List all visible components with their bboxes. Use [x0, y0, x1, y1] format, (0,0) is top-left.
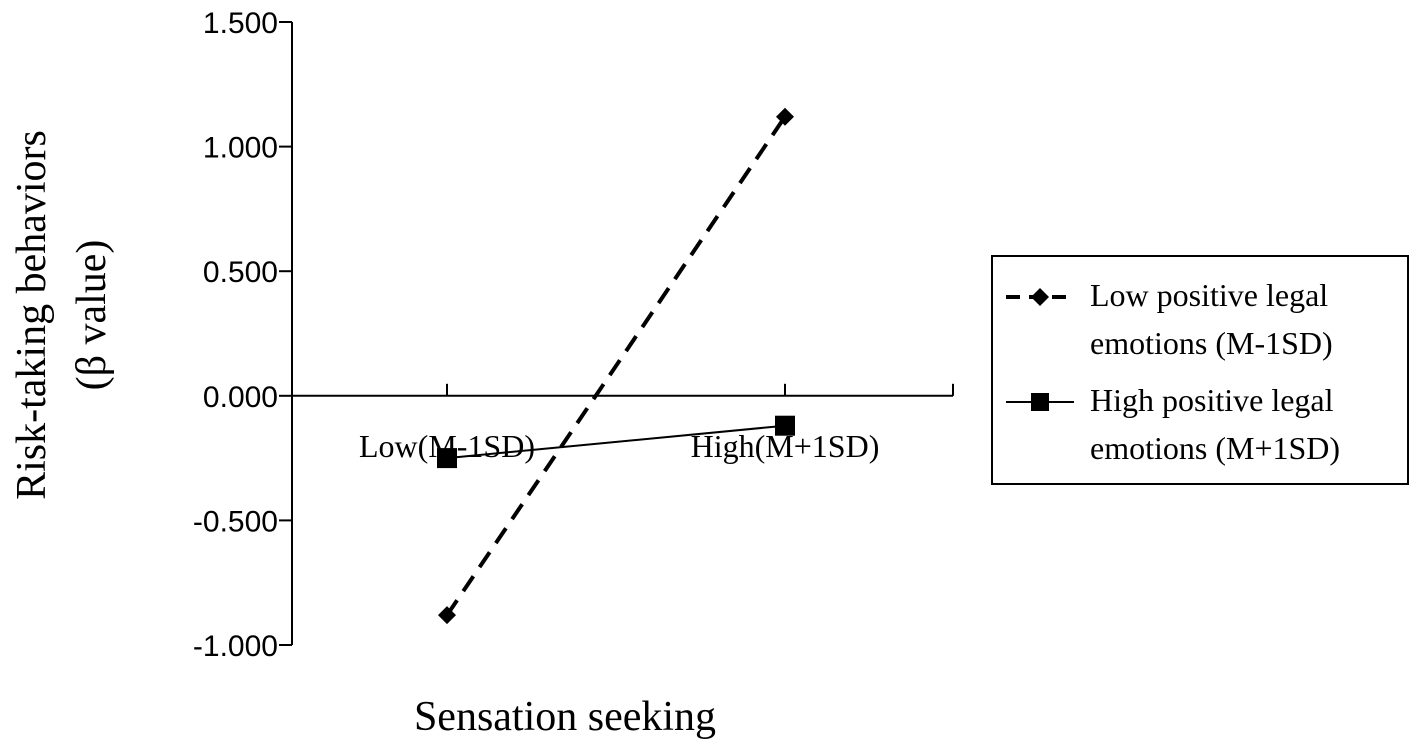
- legend-square-marker: [1031, 393, 1049, 411]
- legend-label-high-line-2: emotions (M+1SD): [1090, 430, 1340, 466]
- legend-label-low-line-2: emotions (M-1SD): [1090, 325, 1333, 361]
- series-line-low-positive: [445, 115, 787, 617]
- series-layer: [437, 107, 795, 625]
- y-axis-title: Risk-taking behaviors (β value): [9, 130, 115, 500]
- legend-diamond-marker: [1031, 288, 1049, 306]
- square-point: [775, 415, 795, 436]
- diamond-point: [438, 606, 456, 625]
- series-line-high-positive: [446, 424, 786, 460]
- legend-label-low-line-1: Low positive legal: [1090, 277, 1328, 313]
- x-category-label: High(M+1SD): [691, 428, 880, 464]
- x-axis: [292, 383, 954, 397]
- legend-label-high-line-1: High positive legal: [1090, 382, 1334, 418]
- legend: Low positive legal emotions (M-1SD) High…: [991, 255, 1409, 485]
- y-tick-label: 1.500: [203, 7, 278, 40]
- category-labels: Low(M-1SD) High(M+1SD): [359, 428, 879, 464]
- y-tick-label: -0.500: [193, 505, 278, 538]
- diamond-point: [776, 107, 794, 126]
- y-axis-title-line-1: Risk-taking behaviors: [9, 130, 55, 500]
- y-tick-label: 1.000: [203, 132, 278, 165]
- y-tick-label: 0.500: [203, 256, 278, 289]
- square-point: [437, 448, 457, 469]
- y-axis-title-line-2: (β value): [69, 240, 115, 391]
- legend-box: [991, 255, 1409, 485]
- y-tick-label: 0.000: [203, 381, 278, 414]
- y-tick-label: -1.000: [193, 630, 278, 663]
- y-axis: 1.500 1.000 0.500 0.000 -0.500 -1.000: [193, 7, 293, 663]
- x-category-label: Low(M-1SD): [359, 428, 535, 464]
- x-axis-title: Sensation seeking: [414, 694, 716, 740]
